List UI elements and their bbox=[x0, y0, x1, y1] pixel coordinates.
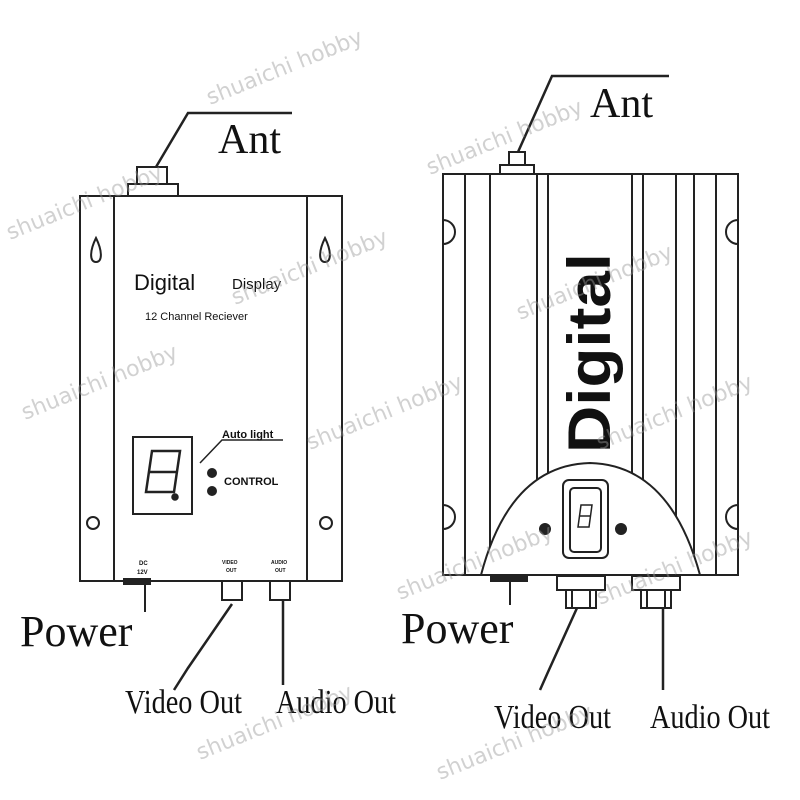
left-brand-text: Digital bbox=[134, 270, 195, 295]
right-hole-top-left bbox=[442, 219, 456, 245]
right-display-inner bbox=[569, 487, 602, 553]
right-led-left bbox=[539, 523, 551, 535]
right-ant-label: Ant bbox=[590, 81, 653, 127]
right-audio-bnc bbox=[631, 575, 681, 609]
left-power-label: Power bbox=[20, 607, 133, 656]
left-audio-port bbox=[269, 580, 291, 601]
right-receiver bbox=[442, 74, 739, 691]
left-led-control bbox=[207, 486, 217, 496]
left-video-out-label: Video Out bbox=[125, 684, 242, 721]
left-hole-top-left bbox=[90, 235, 102, 264]
left-hole-top-right bbox=[319, 235, 331, 264]
left-video-leader bbox=[172, 603, 234, 691]
left-auto-light-label: Auto light bbox=[222, 429, 274, 441]
left-display-text: Display bbox=[232, 276, 282, 293]
left-seven-seg-frame bbox=[132, 436, 193, 515]
left-receiver bbox=[79, 111, 343, 691]
left-power-jack bbox=[123, 578, 151, 585]
right-hole-bottom-right bbox=[725, 504, 739, 530]
left-dc-label-2: 12V bbox=[137, 570, 148, 576]
right-hole-bottom-left bbox=[442, 504, 456, 530]
left-hole-bottom-right bbox=[319, 516, 333, 530]
right-video-leader bbox=[538, 607, 579, 691]
right-ant-leader bbox=[516, 74, 669, 153]
right-led-right bbox=[615, 523, 627, 535]
right-power-jack bbox=[490, 574, 528, 582]
right-display-window bbox=[562, 479, 609, 559]
left-video-port bbox=[221, 580, 243, 601]
left-led-auto-light bbox=[207, 468, 217, 478]
left-audio-port-label-1: AUDIO bbox=[271, 560, 287, 566]
left-audio-out-label: Audio Out bbox=[276, 684, 396, 721]
left-subtitle: 12 Channel Reciever bbox=[145, 311, 248, 323]
left-video-port-label-2: OUT bbox=[226, 568, 237, 574]
left-audio-port-label-2: OUT bbox=[275, 568, 286, 574]
left-video-port-label-1: VIDEO bbox=[222, 560, 238, 566]
left-ant-leader bbox=[154, 111, 292, 168]
left-body bbox=[79, 195, 343, 582]
right-seven-seg-digit bbox=[577, 504, 593, 528]
left-hole-bottom-left bbox=[86, 516, 100, 530]
right-video-bnc bbox=[556, 575, 606, 609]
right-audio-out-label: Audio Out bbox=[650, 699, 770, 736]
right-hole-top-right bbox=[725, 219, 739, 245]
left-seven-seg-digit bbox=[144, 449, 182, 501]
right-video-out-label: Video Out bbox=[494, 699, 611, 736]
left-dc-label-1: DC bbox=[139, 561, 148, 567]
right-power-label: Power bbox=[401, 604, 514, 653]
left-ant-label: Ant bbox=[218, 117, 281, 163]
watermark: shuaichi hobby bbox=[203, 25, 367, 111]
left-control-label: CONTROL bbox=[224, 476, 279, 488]
left-auto-light-leader bbox=[199, 439, 283, 464]
right-brand-text: Digital bbox=[556, 253, 623, 453]
right-antenna-connector bbox=[508, 151, 526, 167]
